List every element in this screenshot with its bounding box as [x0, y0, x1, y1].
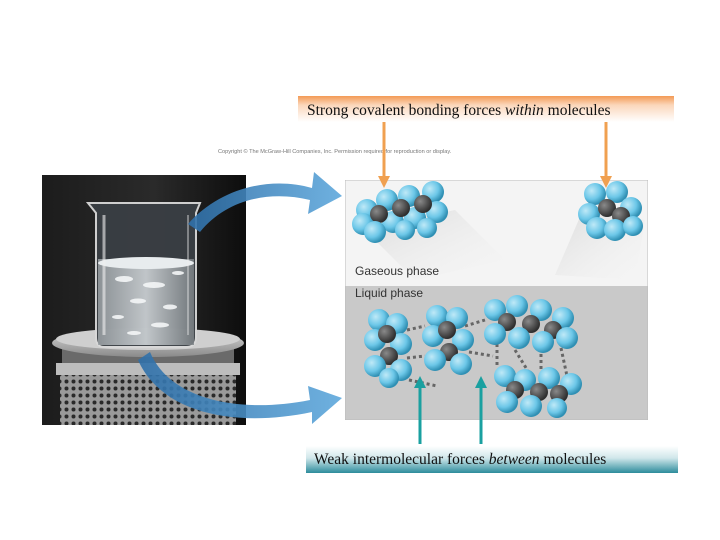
liquid-molecule-4 [494, 365, 582, 418]
top-label: Strong covalent bonding forces within mo… [298, 96, 674, 122]
orange-arrow-left [378, 122, 390, 188]
curved-arrow-to-liquid [138, 352, 342, 424]
bottom-label-prefix: Weak intermolecular forces [314, 451, 489, 468]
top-label-emphasis: within [505, 102, 544, 119]
liquid-molecule-1 [364, 309, 412, 388]
gas-molecule-left [352, 181, 448, 243]
top-label-prefix: Strong covalent bonding forces [307, 102, 506, 119]
bottom-label-suffix: molecules [539, 451, 607, 468]
liquid-phase-label: Liquid phase [355, 286, 424, 300]
top-label-suffix: molecules [543, 102, 611, 119]
orange-arrow-right [600, 122, 612, 188]
bottom-label-emphasis: between [488, 451, 540, 468]
gas-molecule-right [578, 181, 643, 241]
liquid-molecule-3 [484, 295, 578, 353]
teal-arrow-left [414, 376, 426, 444]
bottom-label: Weak intermolecular forces between molec… [306, 446, 678, 473]
gaseous-phase-label: Gaseous phase [355, 264, 440, 278]
curved-arrow-to-gas [188, 172, 342, 232]
copyright-notice: Copyright © The McGraw-Hill Companies, I… [218, 149, 452, 155]
molecule-phase-panel [345, 180, 648, 420]
teal-arrow-right [475, 376, 487, 444]
liquid-molecule-2 [422, 305, 474, 375]
